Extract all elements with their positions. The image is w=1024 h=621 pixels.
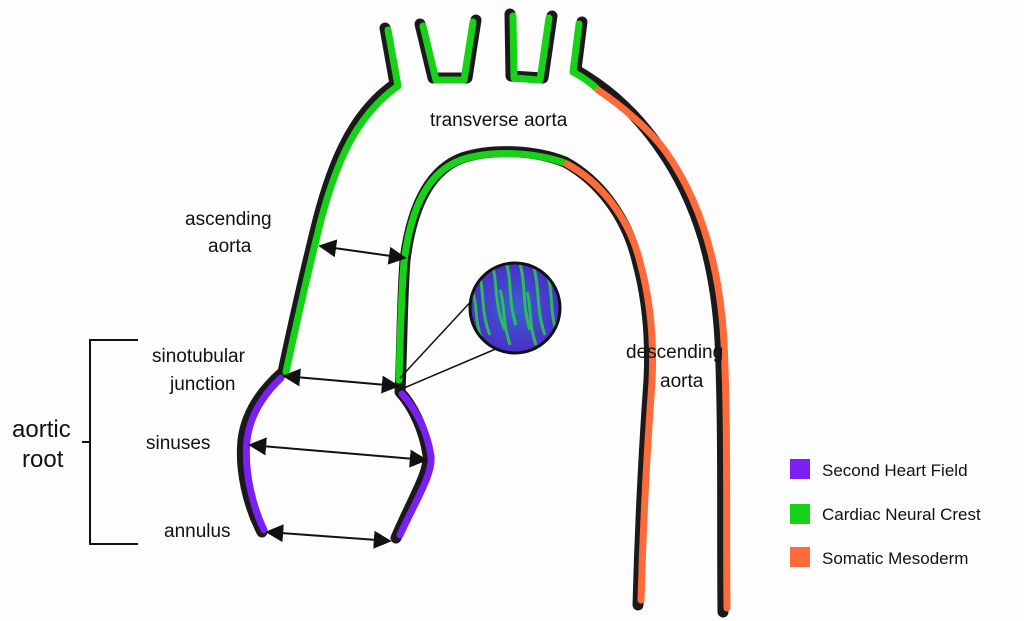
second-heart-field-segments bbox=[242, 374, 435, 539]
label-ascending-aorta: aorta bbox=[208, 236, 252, 257]
label-root: root bbox=[22, 446, 64, 473]
arrow-ascending bbox=[318, 239, 407, 265]
label-sinuses: sinuses bbox=[146, 433, 210, 454]
legend-label-somatic-mesoderm: Somatic Mesoderm bbox=[822, 549, 968, 568]
cell-inset bbox=[399, 261, 562, 389]
legend-swatch-second-heart-field bbox=[790, 459, 810, 479]
somatic-mesoderm-segments bbox=[563, 86, 731, 612]
label-junction: junction bbox=[169, 374, 236, 395]
legend-swatch-somatic-mesoderm bbox=[790, 547, 810, 567]
legend-label-second-heart-field: Second Heart Field bbox=[822, 461, 968, 480]
measurement-arrows bbox=[248, 239, 428, 549]
label-descending: descending bbox=[626, 342, 723, 363]
label-transverse-aorta: transverse aorta bbox=[430, 110, 568, 131]
label-descending-aorta: aorta bbox=[660, 371, 704, 392]
legend-label-cardiac-neural-crest: Cardiac Neural Crest bbox=[822, 505, 981, 524]
arrow-sinotubular bbox=[282, 368, 400, 394]
legend: Second Heart Field Cardiac Neural Crest … bbox=[790, 459, 981, 568]
cardiac-neural-crest-segments bbox=[282, 12, 600, 384]
label-annulus: annulus bbox=[164, 521, 231, 542]
label-ascending: ascending bbox=[185, 209, 272, 230]
label-sinotubular: sinotubular bbox=[152, 346, 246, 367]
arrow-sinuses bbox=[248, 437, 428, 468]
aortic-root-bracket bbox=[82, 339, 138, 545]
arrow-annulus bbox=[265, 524, 392, 549]
label-aortic: aortic bbox=[12, 416, 71, 443]
legend-swatch-cardiac-neural-crest bbox=[790, 504, 810, 524]
